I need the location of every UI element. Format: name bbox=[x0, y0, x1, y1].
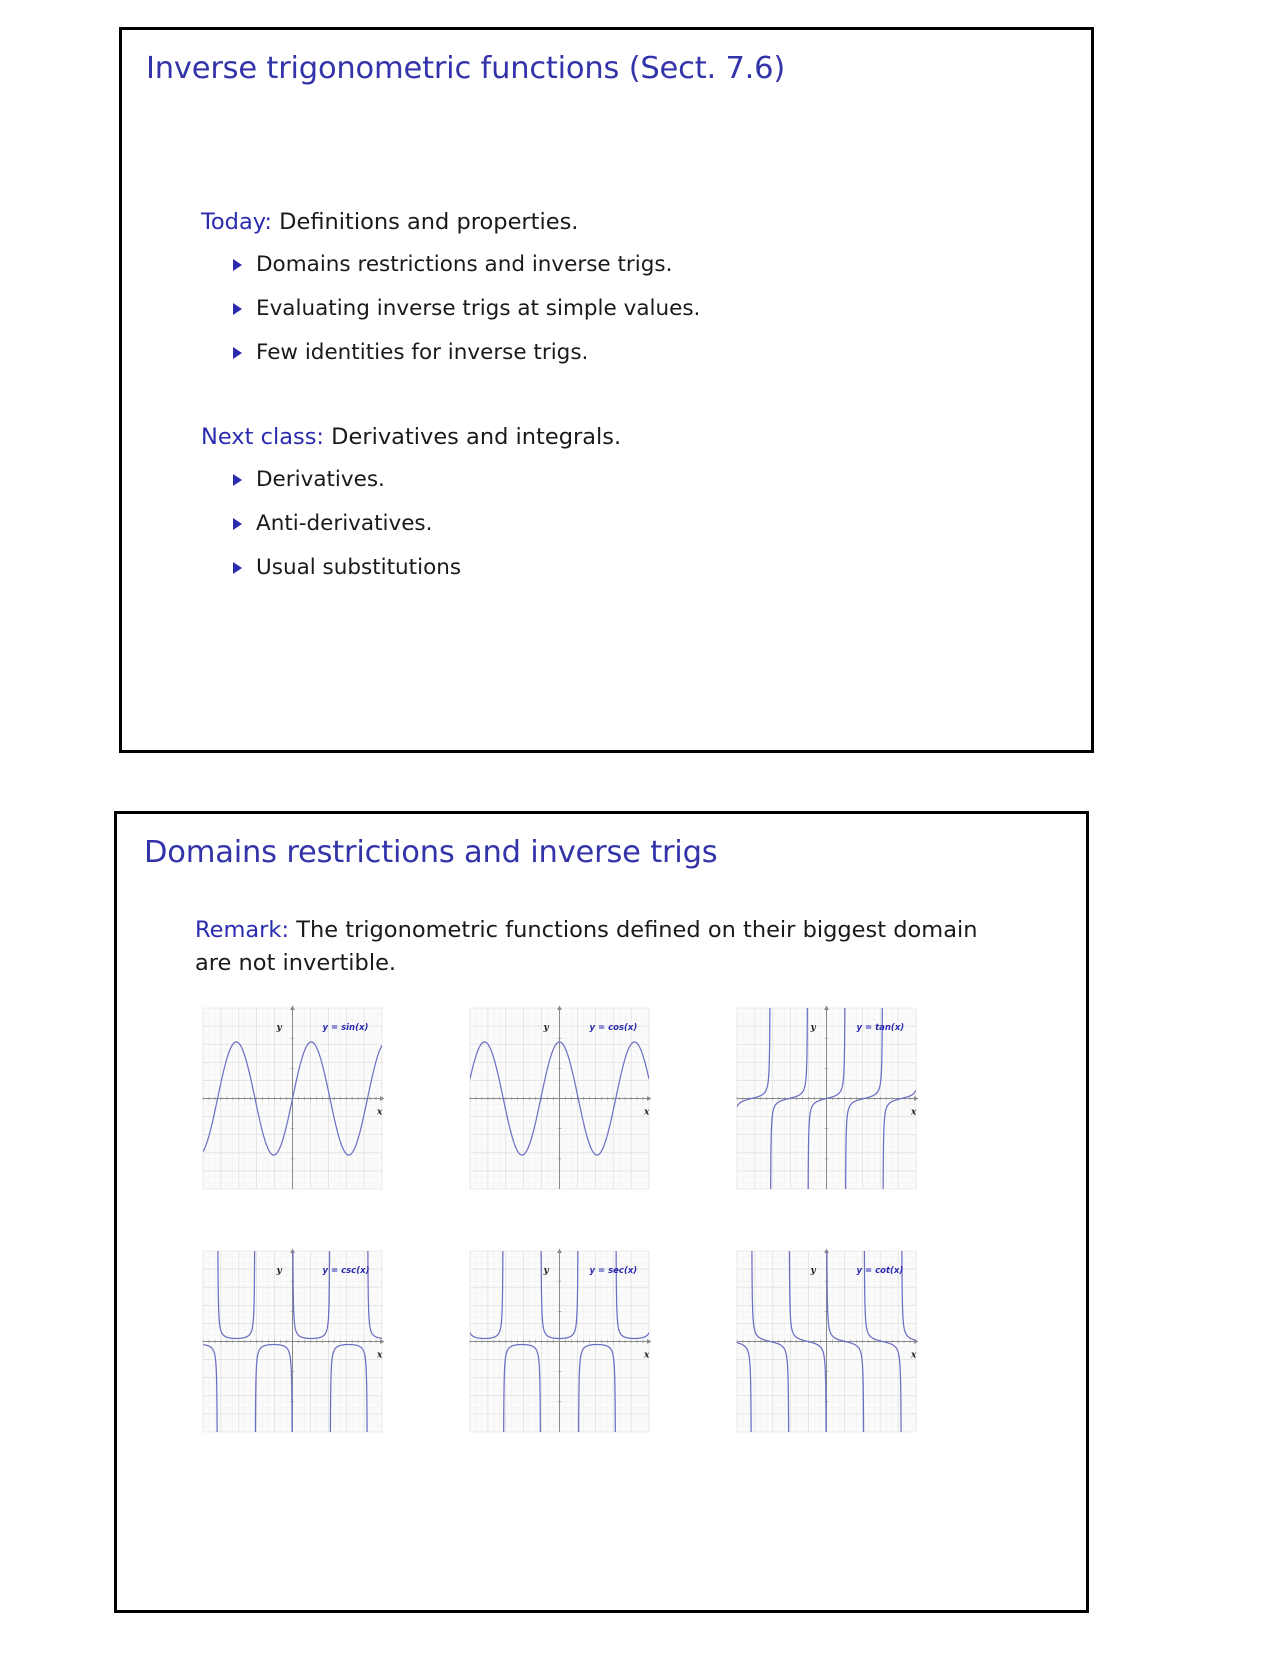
graph-cos: y x y = cos(x) bbox=[462, 1000, 657, 1197]
plot-axes bbox=[469, 1248, 652, 1432]
bullet-text: Usual substitutions bbox=[256, 555, 462, 580]
today-heading: Today: Definitions and properties. bbox=[201, 207, 700, 237]
plot-curve bbox=[470, 1251, 649, 1432]
bullet-text: Anti-derivatives. bbox=[256, 511, 433, 536]
plot-curve bbox=[737, 1008, 916, 1189]
plot-sin: y x y = sin(x) bbox=[202, 1005, 385, 1190]
list-item: Domains restrictions and inverse trigs. bbox=[233, 243, 700, 287]
y-axis-label: y bbox=[810, 1023, 817, 1033]
x-axis-label: x bbox=[910, 1351, 917, 1361]
plot-curve bbox=[737, 1251, 916, 1432]
graph-tan: y x y = tan(x) bbox=[729, 1000, 924, 1197]
plot-cos: y x y = cos(x) bbox=[469, 1005, 652, 1190]
slide-2-title: Domains restrictions and inverse trigs bbox=[144, 835, 718, 870]
triangle-bullet-icon bbox=[233, 474, 242, 486]
x-axis-label: x bbox=[376, 1351, 383, 1361]
graph-cot: y x y = cot(x) bbox=[729, 1243, 924, 1440]
bullet-text: Domains restrictions and inverse trigs. bbox=[256, 252, 673, 277]
graph-sec: y x y = sec(x) bbox=[462, 1243, 657, 1440]
graph-csc: y x y = csc(x) bbox=[195, 1243, 390, 1440]
y-axis-label: y bbox=[810, 1266, 817, 1276]
plot-curve bbox=[203, 1041, 382, 1156]
x-axis-label: x bbox=[643, 1351, 650, 1361]
slide-2: Domains restrictions and inverse trigs R… bbox=[114, 811, 1089, 1613]
series-label: y = tan(x) bbox=[857, 1023, 905, 1033]
y-axis-label: y bbox=[543, 1023, 550, 1033]
next-class-heading: Next class: Derivatives and integrals. bbox=[201, 422, 621, 452]
list-item: Usual substitutions bbox=[233, 546, 621, 590]
series-label: y = csc(x) bbox=[323, 1266, 370, 1276]
series-label: y = cos(x) bbox=[590, 1023, 638, 1033]
remark-text: The trigonometric functions defined on t… bbox=[195, 917, 978, 976]
list-item: Few identities for inverse trigs. bbox=[233, 331, 700, 375]
list-item: Anti-derivatives. bbox=[233, 502, 621, 546]
y-axis-label: y bbox=[276, 1266, 283, 1276]
bullet-text: Derivatives. bbox=[256, 467, 385, 492]
x-axis-label: x bbox=[643, 1108, 650, 1118]
bullet-text: Few identities for inverse trigs. bbox=[256, 340, 589, 365]
plot-sec: y x y = sec(x) bbox=[469, 1248, 652, 1433]
series-label: y = cot(x) bbox=[857, 1266, 904, 1276]
plot-tan: y x y = tan(x) bbox=[736, 1005, 919, 1190]
list-item: Evaluating inverse trigs at simple value… bbox=[233, 287, 700, 331]
y-axis-label: y bbox=[276, 1023, 283, 1033]
next-class-bullet-list: Derivatives. Anti-derivatives. Usual sub… bbox=[201, 458, 621, 590]
graph-row-2: y x y = csc(x) y x y = sec(x) y x y = cot(x) bbox=[195, 1243, 1025, 1440]
next-class-block: Next class: Derivatives and integrals. D… bbox=[201, 422, 621, 590]
graph-row-1: y x y = sin(x) y x y = cos(x) y x y = tan(x) bbox=[195, 1000, 1025, 1197]
bullet-text: Evaluating inverse trigs at simple value… bbox=[256, 296, 701, 321]
triangle-bullet-icon bbox=[233, 518, 242, 530]
slide-1-title: Inverse trigonometric functions (Sect. 7… bbox=[146, 51, 786, 86]
x-axis-label: x bbox=[910, 1108, 917, 1118]
plot-csc: y x y = csc(x) bbox=[202, 1248, 385, 1433]
triangle-bullet-icon bbox=[233, 303, 242, 315]
y-axis-label: y bbox=[543, 1266, 550, 1276]
trig-graph-grid: y x y = sin(x) y x y = cos(x) y x y = tan(x) y… bbox=[195, 1000, 1025, 1440]
slide-1: Inverse trigonometric functions (Sect. 7… bbox=[119, 27, 1094, 753]
triangle-bullet-icon bbox=[233, 562, 242, 574]
today-lead: Definitions and properties. bbox=[279, 209, 579, 235]
graph-sin: y x y = sin(x) bbox=[195, 1000, 390, 1197]
series-label: y = sin(x) bbox=[323, 1023, 369, 1033]
remark-keyword: Remark: bbox=[195, 917, 290, 943]
plot-axes bbox=[469, 1005, 652, 1189]
series-label: y = sec(x) bbox=[590, 1266, 638, 1276]
today-keyword: Today: bbox=[201, 209, 273, 235]
triangle-bullet-icon bbox=[233, 347, 242, 359]
today-bullet-list: Domains restrictions and inverse trigs. … bbox=[201, 243, 700, 375]
plot-cot: y x y = cot(x) bbox=[736, 1248, 919, 1433]
list-item: Derivatives. bbox=[233, 458, 621, 502]
next-class-lead: Derivatives and integrals. bbox=[331, 424, 622, 450]
remark-paragraph: Remark: The trigonometric functions defi… bbox=[195, 914, 985, 980]
triangle-bullet-icon bbox=[233, 259, 242, 271]
plot-curve bbox=[470, 1041, 649, 1156]
x-axis-label: x bbox=[376, 1108, 383, 1118]
next-class-keyword: Next class: bbox=[201, 424, 325, 450]
today-block: Today: Definitions and properties. Domai… bbox=[201, 207, 700, 375]
plot-curve bbox=[203, 1251, 382, 1432]
